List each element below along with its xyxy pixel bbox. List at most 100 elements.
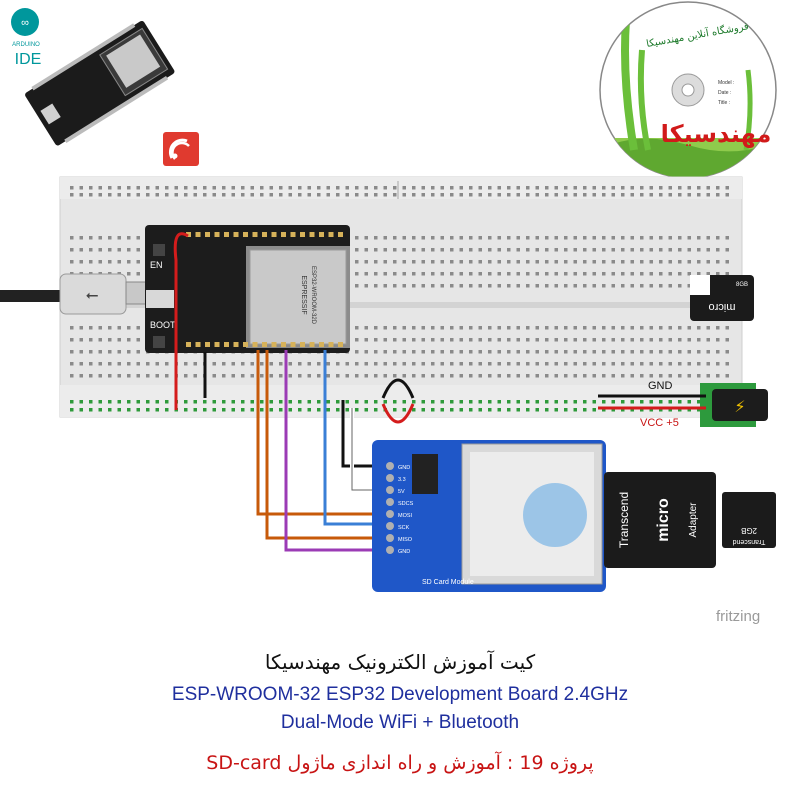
breadboard-hole	[336, 362, 340, 366]
esp32-board-photo: ∞ ARDUINO IDE	[11, 8, 175, 146]
breadboard-hole	[640, 400, 644, 404]
breadboard-hole	[136, 400, 140, 404]
breadboard-hole	[516, 338, 520, 342]
breadboard-hole	[393, 362, 397, 366]
microsd2-size: 2GB	[741, 526, 757, 535]
breadboard-hole	[640, 338, 644, 342]
breadboard-hole	[412, 260, 416, 264]
breadboard-hole	[393, 326, 397, 330]
breadboard-hole	[279, 400, 283, 404]
breadboard-hole	[459, 338, 463, 342]
breadboard-hole	[364, 260, 368, 264]
breadboard-hole	[231, 362, 235, 366]
breadboard-hole	[70, 338, 74, 342]
breadboard-hole	[507, 236, 511, 240]
breadboard-hole	[611, 338, 615, 342]
breadboard-hole	[412, 326, 416, 330]
breadboard-hole	[697, 362, 701, 366]
breadboard-hole	[393, 374, 397, 378]
breadboard-hole	[564, 374, 568, 378]
breadboard-hole	[374, 400, 378, 404]
breadboard-hole	[668, 338, 672, 342]
sd-pin	[386, 546, 394, 554]
breadboard-hole	[697, 260, 701, 264]
breadboard-hole	[393, 248, 397, 252]
breadboard-hole	[611, 284, 615, 288]
breadboard-hole	[440, 248, 444, 252]
breadboard-hole	[488, 400, 492, 404]
breadboard-hole	[602, 284, 606, 288]
breadboard-hole	[478, 400, 482, 404]
breadboard-hole	[222, 400, 226, 404]
breadboard-hole	[621, 374, 625, 378]
esp32-pin	[319, 342, 324, 347]
breadboard-hole	[469, 350, 473, 354]
breadboard-hole	[697, 400, 701, 404]
breadboard-hole	[535, 326, 539, 330]
breadboard-hole	[155, 400, 159, 404]
breadboard-hole	[573, 193, 577, 197]
breadboard-hole	[459, 326, 463, 330]
breadboard-hole	[497, 374, 501, 378]
breadboard-hole	[127, 408, 131, 412]
breadboard-hole	[117, 260, 121, 264]
breadboard-hole	[440, 272, 444, 276]
breadboard-hole	[383, 362, 387, 366]
breadboard-hole	[592, 186, 596, 190]
breadboard-hole	[469, 374, 473, 378]
breadboard-hole	[79, 362, 83, 366]
breadboard-hole	[573, 350, 577, 354]
breadboard-hole	[573, 362, 577, 366]
breadboard-hole	[222, 186, 226, 190]
breadboard-hole	[127, 374, 131, 378]
breadboard-hole	[127, 193, 131, 197]
breadboard-hole	[469, 272, 473, 276]
breadboard-hole	[649, 326, 653, 330]
breadboard-hole	[545, 374, 549, 378]
breadboard-hole	[374, 284, 378, 288]
breadboard-hole	[716, 186, 720, 190]
sd-pin	[386, 474, 394, 482]
breadboard-hole	[630, 193, 634, 197]
breadboard-hole	[431, 260, 435, 264]
breadboard-hole	[355, 350, 359, 354]
esp32-pin	[205, 232, 210, 237]
breadboard-hole	[155, 408, 159, 412]
breadboard-hole	[545, 362, 549, 366]
esp32-pin	[271, 342, 277, 347]
breadboard-hole	[193, 362, 197, 366]
breadboard-hole	[687, 248, 691, 252]
breadboard-hole	[497, 186, 501, 190]
breadboard-hole	[545, 350, 549, 354]
breadboard-hole	[374, 186, 378, 190]
breadboard-hole	[212, 193, 216, 197]
breadboard-hole	[250, 362, 254, 366]
breadboard-hole	[469, 284, 473, 288]
esp32-pin	[319, 232, 324, 237]
breadboard-hole	[89, 326, 93, 330]
breadboard-hole	[355, 408, 359, 412]
breadboard-hole	[497, 236, 501, 240]
breadboard-hole	[108, 260, 112, 264]
breadboard-hole	[678, 326, 682, 330]
breadboard-hole	[260, 400, 264, 404]
breadboard-hole	[450, 350, 454, 354]
breadboard-hole	[165, 400, 169, 404]
breadboard-hole	[659, 408, 663, 412]
breadboard-hole	[459, 260, 463, 264]
breadboard-hole	[459, 193, 463, 197]
breadboard-hole	[535, 374, 539, 378]
breadboard-hole	[583, 236, 587, 240]
breadboard-hole	[497, 362, 501, 366]
sd-pin	[386, 498, 394, 506]
breadboard-hole	[459, 248, 463, 252]
breadboard-hole	[545, 326, 549, 330]
breadboard-hole	[602, 326, 606, 330]
breadboard-hole	[697, 248, 701, 252]
breadboard-hole	[564, 408, 568, 412]
esp32-pin	[233, 232, 239, 237]
breadboard-hole	[136, 374, 140, 378]
breadboard-hole	[630, 284, 634, 288]
breadboard-hole	[136, 193, 140, 197]
svg-text:⭠: ⭠	[86, 285, 99, 304]
